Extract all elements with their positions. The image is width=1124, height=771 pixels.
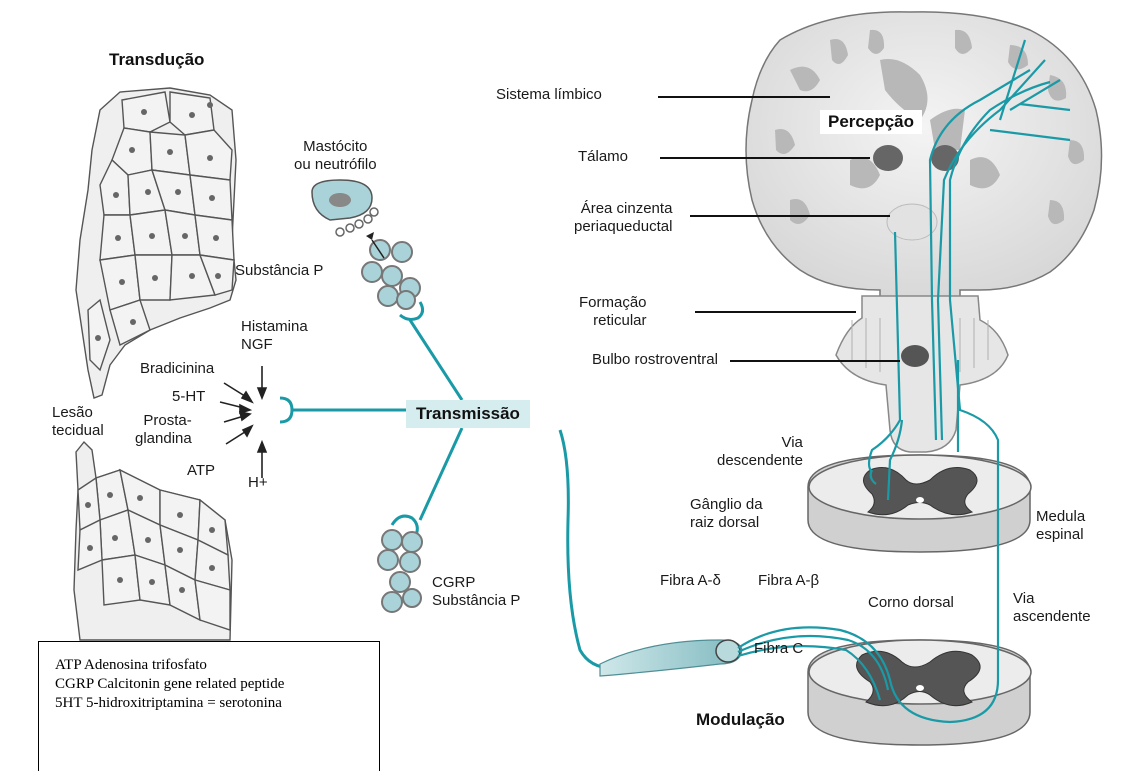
label-bradicinina: Bradicinina bbox=[140, 360, 214, 378]
label-substancia-p: Substância P bbox=[235, 262, 323, 280]
label-mastocito: Mastócito ou neutrófilo bbox=[294, 138, 377, 174]
header-transducao: Transdução bbox=[109, 50, 204, 70]
legend-cgrp: CGRP Calcitonin gene related peptide bbox=[55, 675, 379, 694]
label-medula: Medula espinal bbox=[1036, 508, 1085, 544]
label-area-cinzenta: Área cinzenta periaqueductal bbox=[574, 200, 672, 236]
legend-box: ATP Adenosina trifosfato CGRP Calcitonin… bbox=[38, 641, 380, 771]
header-percepcao: Percepção bbox=[820, 110, 922, 134]
brainstem bbox=[836, 296, 1008, 452]
label-talamo: Tálamo bbox=[578, 148, 628, 166]
brain bbox=[746, 12, 1102, 300]
label-prostaglandina: Prosta- glandina bbox=[135, 412, 192, 448]
tissue-upper bbox=[76, 88, 236, 398]
label-atp: ATP bbox=[187, 462, 215, 480]
label-fibra-c: Fibra C bbox=[754, 640, 803, 658]
dorsal-root-ganglion bbox=[600, 640, 742, 676]
peripheral-nerve bbox=[280, 302, 612, 668]
header-modulacao: Modulação bbox=[696, 710, 785, 730]
label-sistema-limbico: Sistema límbico bbox=[496, 86, 602, 104]
label-cgrp: CGRP Substância P bbox=[432, 574, 520, 610]
vesicles-top bbox=[362, 240, 420, 309]
label-histamina-ngf: Histamina NGF bbox=[241, 318, 308, 354]
label-bulbo: Bulbo rostroventral bbox=[592, 351, 718, 369]
label-h-plus: H+ bbox=[248, 474, 268, 492]
label-fibra-ab: Fibra A-β bbox=[758, 572, 819, 590]
mediator-arrows bbox=[220, 366, 266, 478]
label-5ht: 5-HT bbox=[172, 388, 205, 406]
label-via-descendente: Via descendente bbox=[717, 434, 803, 470]
header-transmissao: Transmissão bbox=[406, 400, 530, 428]
label-fibra-ad: Fibra A-δ bbox=[660, 572, 721, 590]
label-ganglio: Gânglio da raiz dorsal bbox=[690, 496, 763, 532]
label-via-ascendente: Via ascendente bbox=[1013, 590, 1091, 626]
label-formacao-reticular: Formação reticular bbox=[579, 294, 647, 330]
label-corno-dorsal: Corno dorsal bbox=[868, 594, 954, 612]
legend-5ht: 5HT 5-hidroxitriptamina = serotonina bbox=[55, 694, 379, 713]
legend-atp: ATP Adenosina trifosfato bbox=[55, 656, 379, 675]
vesicles-bottom bbox=[378, 530, 422, 612]
label-lesao: Lesão tecidual bbox=[52, 404, 104, 440]
